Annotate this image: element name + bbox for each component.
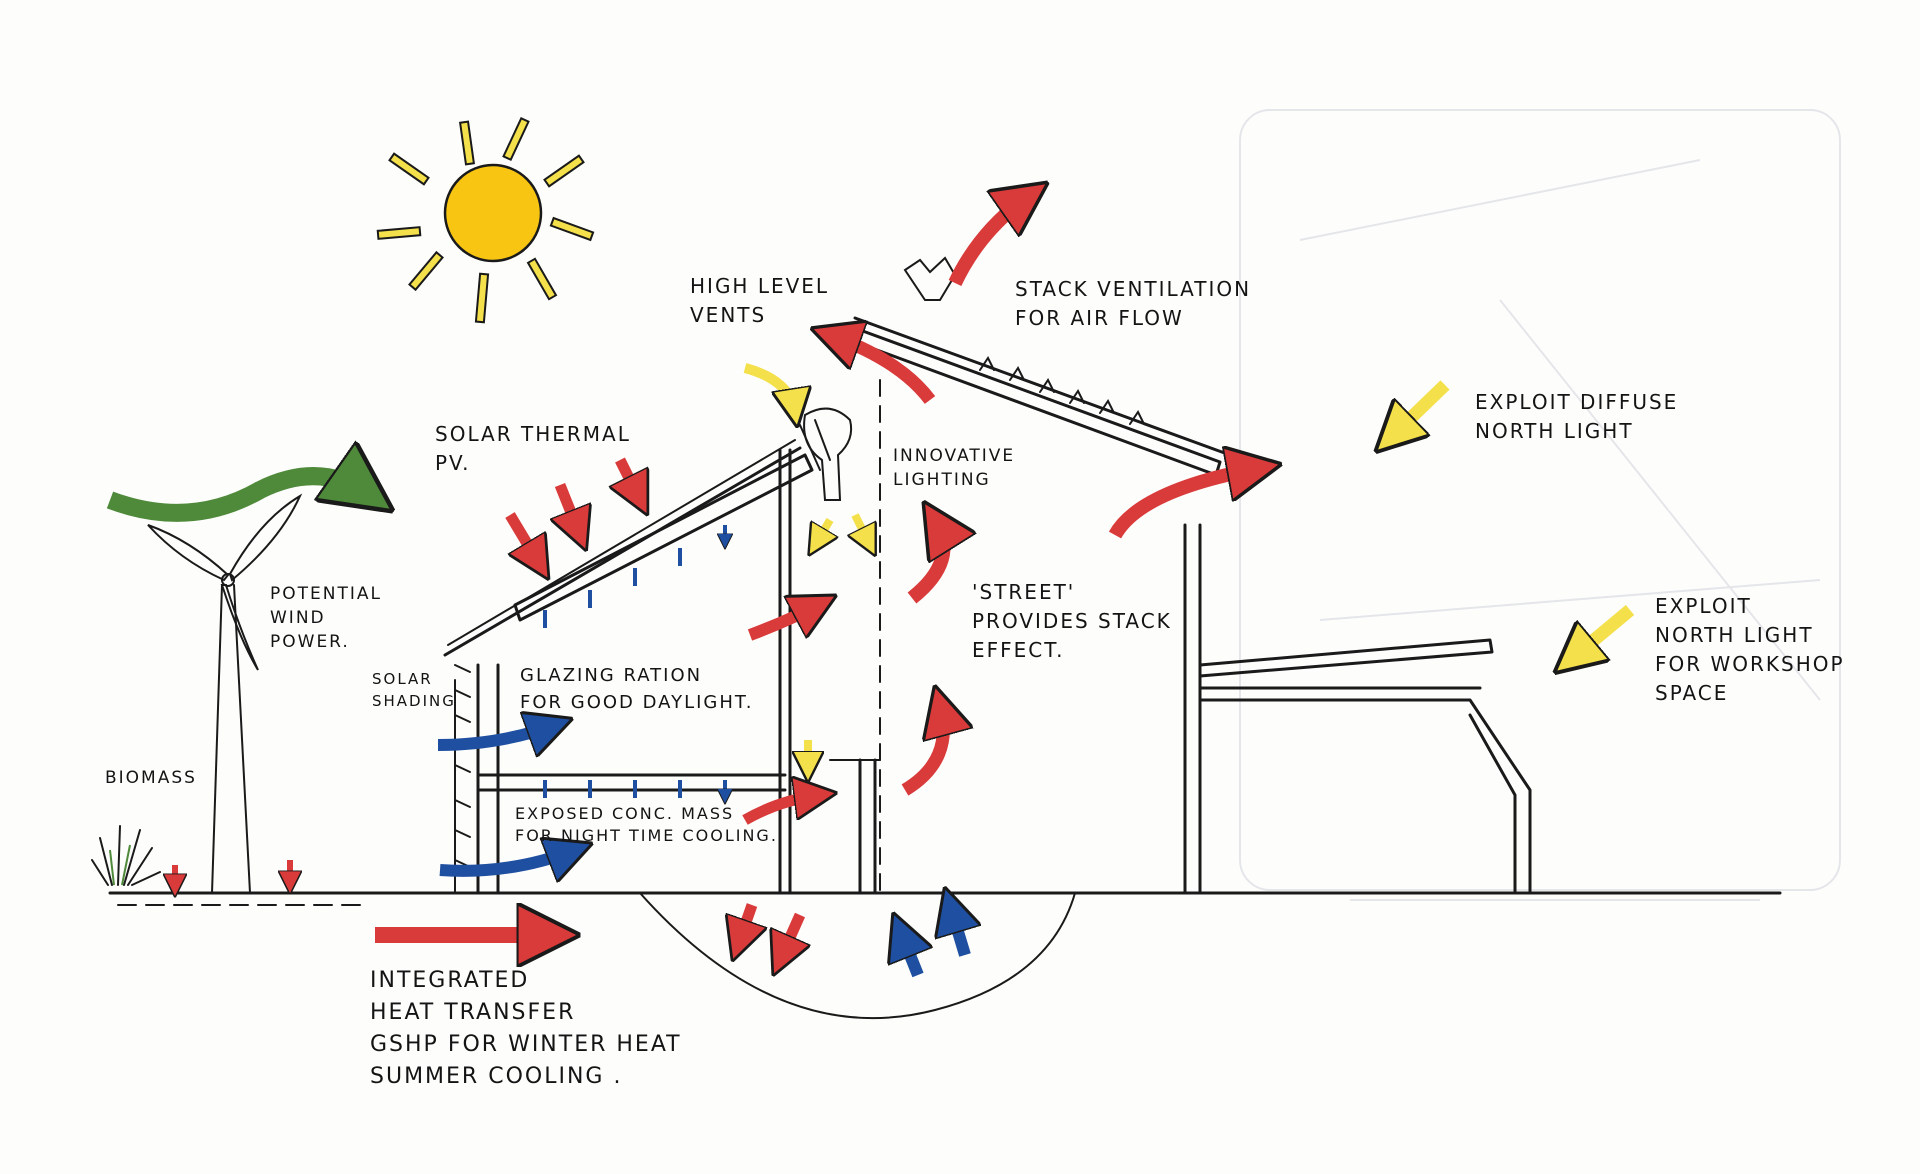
innovative-lighting-fixture xyxy=(803,407,853,501)
wind-turbine-icon xyxy=(147,493,303,894)
daylight-arrows xyxy=(743,363,1635,770)
mid-red-arrow-1 xyxy=(747,604,820,641)
diffuse-north-light-arrow xyxy=(1390,380,1450,438)
ground-heat-arrow-2 xyxy=(780,912,800,960)
faint-background-sketch xyxy=(1239,109,1841,901)
workshop-north-light-arrow xyxy=(1570,605,1635,660)
high-vent-arrow xyxy=(830,335,936,404)
high-vent-light-arrow xyxy=(743,363,795,412)
label-glazing-ratio: GLAZING RATION FOR GOOD DAYLIGHT. xyxy=(520,665,754,713)
label-street-stack-effect: 'STREET' PROVIDES STACK EFFECT. xyxy=(972,580,1172,662)
label-solar-thermal-pv: SOLAR THERMAL PV. xyxy=(435,422,631,475)
label-exposed-concrete: EXPOSED CONC. MASS FOR NIGHT TIME COOLIN… xyxy=(515,804,778,845)
label-exploit-diffuse: EXPLOIT DIFFUSE NORTH LIGHT xyxy=(1475,390,1679,443)
glazing-cool-arrow xyxy=(437,725,555,745)
lighting-arrow-2 xyxy=(855,513,870,545)
north-roof-arrow xyxy=(1108,468,1260,539)
ground-cool-arrow-2 xyxy=(950,905,965,957)
biomass-grass-icon xyxy=(91,825,161,886)
label-exploit-north-workshop: EXPLOIT NORTH LIGHT FOR WORKSHOP SPACE xyxy=(1655,594,1845,705)
label-innovative-lighting: INNOVATIVE LIGHTING xyxy=(893,446,1016,490)
ground-heat-arrow-1 xyxy=(738,903,752,945)
building-structure xyxy=(443,256,1532,895)
ground-cool-arrow-1 xyxy=(900,930,918,978)
warm-air-arrows xyxy=(175,195,1260,960)
stack-ventilation-arrow xyxy=(948,195,1030,287)
lower-red-arrow xyxy=(742,795,820,825)
floor-cool-arrow xyxy=(439,850,575,871)
lighting-arrow-1 xyxy=(815,517,830,545)
ground-line xyxy=(108,891,1782,1020)
label-solar-shading: SOLAR SHADING xyxy=(372,670,456,710)
mid-red-arrow-2 xyxy=(901,705,943,796)
solar-red-arrow-3 xyxy=(620,457,640,500)
label-high-level-vents: HIGH LEVEL VENTS xyxy=(690,274,830,327)
cool-air-arrows xyxy=(437,525,965,978)
label-biomass: BIOMASS xyxy=(105,768,197,788)
wind-arrow xyxy=(106,476,370,522)
sun-icon xyxy=(376,116,595,324)
label-stack-ventilation: STACK VENTILATION FOR AIR FLOW xyxy=(1015,277,1252,330)
solar-red-arrow-1 xyxy=(505,512,540,565)
street-stack-arrow xyxy=(907,520,944,604)
label-potential-wind-power: POTENTIAL WIND POWER. xyxy=(270,584,382,652)
label-integrated-heat-transfer: INTEGRATED HEAT TRANSFER GSHP FOR WINTER… xyxy=(370,968,682,1089)
solar-red-arrow-2 xyxy=(560,482,580,535)
